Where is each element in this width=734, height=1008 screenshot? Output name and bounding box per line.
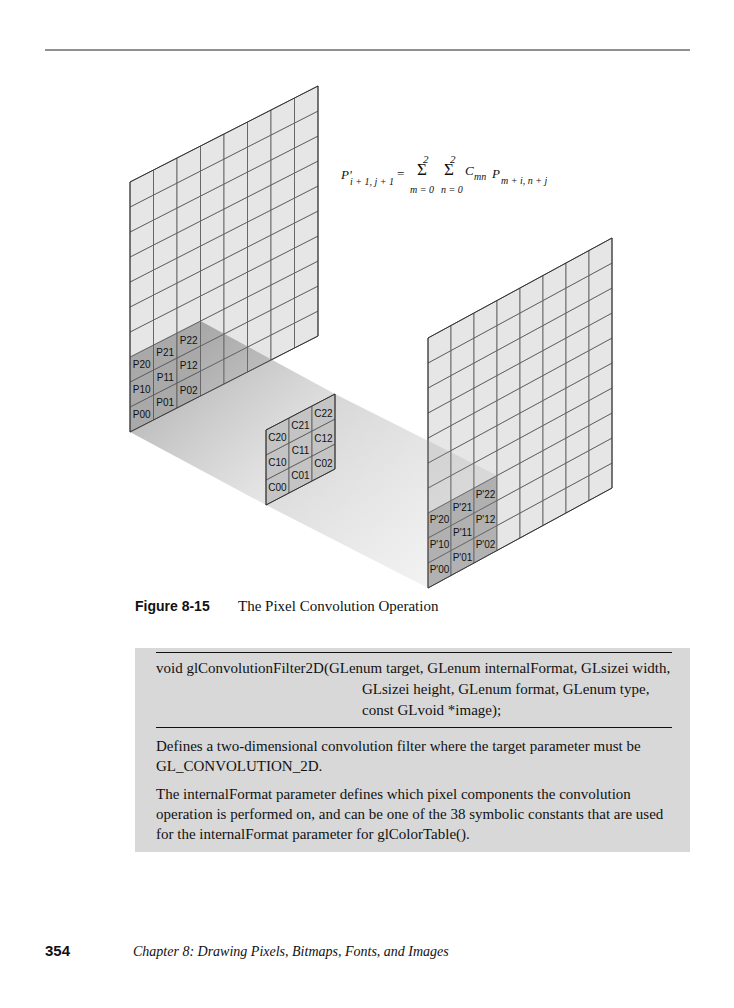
pixel-label: P01 — [156, 396, 174, 407]
grid-outline — [428, 238, 612, 588]
result-grid — [428, 238, 612, 588]
grid-cell — [566, 251, 589, 289]
page-number: 354 — [45, 943, 70, 960]
result-pixel-label: P'22 — [476, 489, 496, 500]
header-rule — [45, 50, 690, 51]
grid-cell — [589, 238, 612, 276]
projection-beam — [130, 321, 335, 505]
formula-symbol: = — [397, 167, 404, 181]
result-pixel-label: P'00 — [430, 564, 450, 575]
pixel-label: P20 — [133, 358, 151, 369]
sum-limit: m = 0 — [410, 184, 434, 195]
kernel-label: C10 — [268, 456, 286, 467]
function-signature: void glConvolutionFilter2D(GLenum target… — [156, 652, 672, 728]
pixel-label: P00 — [133, 408, 151, 419]
sum-limit: n = 0 — [441, 184, 463, 195]
formula-symbol: P — [492, 167, 500, 181]
description-paragraph: Defines a two-dimensional convolution fi… — [156, 736, 672, 776]
result-pixel-label: P'10 — [430, 539, 450, 550]
result-pixel-label: P'02 — [476, 539, 496, 550]
projection-beam — [130, 321, 335, 505]
grid-cell — [428, 326, 451, 364]
formula-subscript: i + 1, j + 1 — [350, 176, 394, 187]
figure-number: Figure 8-15 — [135, 599, 210, 614]
pixel-label: P22 — [180, 334, 198, 345]
result-pixel-label: P'01 — [453, 551, 473, 562]
result-pixel-label: P'12 — [476, 514, 496, 525]
kernel-label: C00 — [268, 481, 286, 492]
pixel-label: P11 — [157, 371, 174, 382]
kernel-label: C11 — [292, 444, 310, 455]
grid-cell — [520, 276, 543, 314]
kernel-grid — [266, 394, 335, 505]
sum-sign: Σ — [417, 161, 427, 180]
kernel-label: C01 — [291, 469, 309, 480]
kernel-label: C02 — [314, 457, 332, 468]
pixel-label: P21 — [156, 346, 174, 357]
result-pixel-label: P'21 — [453, 501, 473, 512]
sum-sign: Σ — [444, 161, 454, 180]
result-pixel-label: P'11 — [453, 526, 472, 537]
kernel-label: C12 — [314, 432, 332, 443]
grid-cell — [474, 301, 497, 339]
formula-subscript: m + i, n + j — [501, 175, 547, 186]
pixel-label: P10 — [133, 383, 151, 394]
grid-cell — [497, 288, 520, 326]
running-footer: Chapter 8: Drawing Pixels, Bitmaps, Font… — [133, 944, 449, 959]
grid-cell — [451, 313, 474, 351]
kernel-label: C20 — [268, 431, 286, 442]
reference-box: void glConvolutionFilter2D(GLenum target… — [135, 648, 690, 852]
grid-cell — [543, 263, 566, 301]
description-paragraph: The internalFormat parameter defines whi… — [156, 784, 672, 844]
grid-outline — [266, 394, 335, 505]
pixel-label: P02 — [180, 384, 198, 395]
kernel-label: C22 — [314, 407, 332, 418]
figure-caption: The Pixel Convolution Operation — [238, 598, 438, 615]
projection-beam — [266, 394, 497, 588]
formula-subscript: mn — [474, 171, 486, 182]
pixel-label: P12 — [180, 359, 198, 370]
result-pixel-label: P'20 — [430, 514, 450, 525]
formula-symbol: C — [465, 164, 474, 178]
kernel-label: C21 — [291, 419, 309, 430]
projection-beam — [266, 394, 497, 588]
